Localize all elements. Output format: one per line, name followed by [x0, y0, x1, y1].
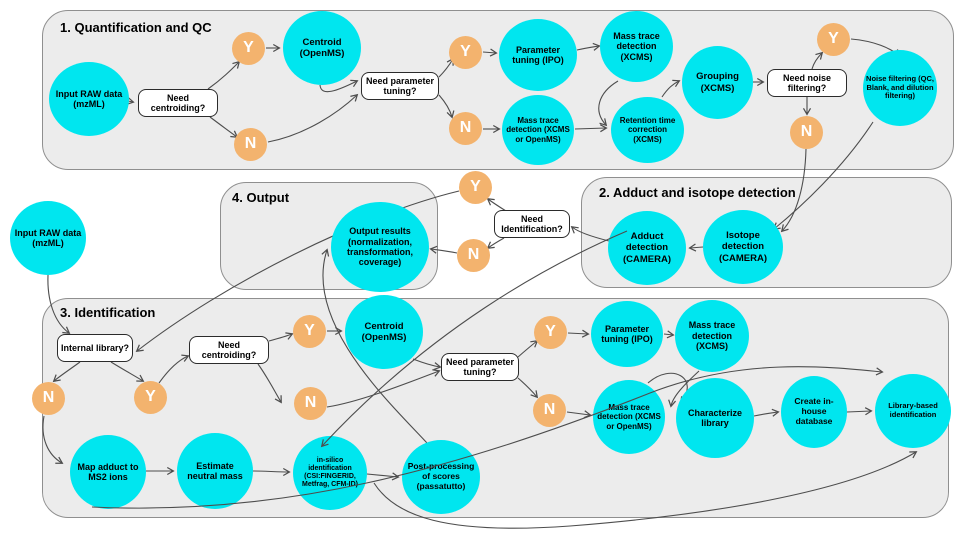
section-title-quantification-qc: 1. Quantification and QC	[60, 20, 212, 35]
node-parameter-tuning-ipo-3: Parameter tuning (IPO)	[591, 301, 663, 367]
node-isotope-detection-camera: Isotope detection (CAMERA)	[703, 210, 783, 284]
branch-no-identification: N	[457, 239, 490, 272]
branch-yes-noise-filtering: Y	[817, 23, 850, 56]
decision-internal-library: Internal library?	[57, 334, 133, 362]
node-mass-trace-detection-xcms-openms-3: Mass trace detection (XCMS or OpenMS)	[593, 380, 665, 454]
node-insilico-identification: in-silico identification (CSI:FINGERID, …	[293, 436, 367, 510]
branch-no-param-tuning-3: N	[533, 394, 566, 427]
node-centroid-openms-3: Centroid (OpenMS)	[345, 295, 423, 369]
node-input-raw-data-3: Input RAW data (mzML)	[10, 201, 86, 275]
branch-yes-param-tuning-1: Y	[449, 36, 482, 69]
node-adduct-detection-camera: Adduct detection (CAMERA)	[608, 211, 686, 285]
decision-need-parameter-tuning-3: Need parameter tuning?	[441, 353, 519, 381]
branch-no-centroiding-1: N	[234, 128, 267, 161]
branch-yes-centroiding-3: Y	[293, 315, 326, 348]
decision-need-identification: Need Identification?	[494, 210, 570, 238]
node-centroid-openms-1: Centroid (OpenMS)	[283, 11, 361, 85]
node-postprocessing-scores: Post-processing of scores (passatutto)	[402, 440, 480, 514]
node-mass-trace-detection-xcms-openms-1: Mass trace detection (XCMS or OpenMS)	[502, 95, 574, 165]
decision-need-centroiding-1: Need centroiding?	[138, 89, 218, 117]
branch-yes-internal-library: Y	[134, 381, 167, 414]
decision-need-noise-filtering: Need noise filtering?	[767, 69, 847, 97]
branch-no-centroiding-3: N	[294, 387, 327, 420]
node-library-based-identification: Library-based identification	[875, 374, 951, 448]
branch-yes-param-tuning-3: Y	[534, 316, 567, 349]
branch-yes-centroiding-1: Y	[232, 32, 265, 65]
node-create-inhouse-database: Create in-house database	[781, 376, 847, 448]
node-map-adduct-ms2: Map adduct to MS2 ions	[70, 435, 146, 509]
node-characterize-library: Characterize library	[676, 378, 754, 458]
section-title-output: 4. Output	[232, 190, 290, 205]
node-parameter-tuning-ipo-1: Parameter tuning (IPO)	[499, 19, 577, 91]
node-mass-trace-detection-xcms-1: Mass trace detection (XCMS)	[600, 11, 673, 82]
node-input-raw-data-1: Input RAW data (mzML)	[49, 62, 129, 136]
section-title-identification: 3. Identification	[60, 305, 156, 320]
section-title-adduct-isotope: 2. Adduct and isotope detection	[599, 185, 796, 200]
decision-need-centroiding-3: Need centroiding?	[189, 336, 269, 364]
decision-need-parameter-tuning-1: Need parameter tuning?	[361, 72, 439, 100]
node-estimate-neutral-mass: Estimate neutral mass	[177, 433, 253, 509]
node-noise-filtering: Noise filtering (QC, Blank, and dilution…	[863, 50, 937, 126]
branch-yes-identification: Y	[459, 171, 492, 204]
node-grouping-xcms: Grouping (XCMS)	[682, 46, 753, 119]
branch-no-noise-filtering: N	[790, 116, 823, 149]
node-mass-trace-detection-xcms-3: Mass trace detection (XCMS)	[675, 300, 749, 372]
branch-no-param-tuning-1: N	[449, 112, 482, 145]
node-retention-time-correction: Retention time correction (XCMS)	[611, 97, 684, 163]
node-output-results: Output results (normalization, transform…	[331, 202, 429, 292]
branch-no-internal-library: N	[32, 382, 65, 415]
